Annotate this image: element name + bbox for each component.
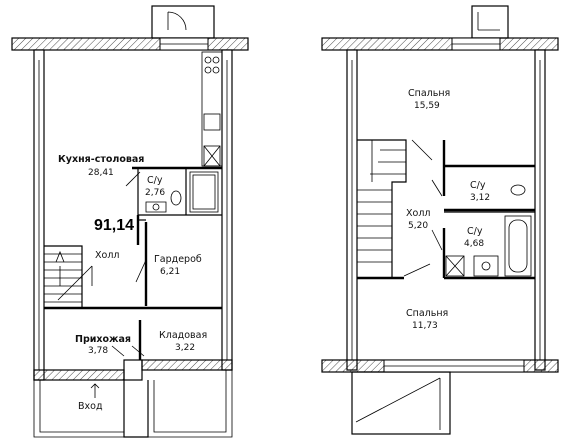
f2-lower-door [403,263,431,277]
room-kitchen-name: Кухня-столовая [58,154,144,165]
floor-2-plan [321,5,559,435]
floor-1-plan [11,5,249,438]
f1-bath-door [125,171,141,187]
porch [123,380,149,438]
entrance-label: Вход [78,401,103,412]
f1-bottom-wall [33,369,125,381]
top-door-swing [167,11,187,31]
f1-basin [145,201,167,213]
room-f2-hall-area: 5,20 [408,221,428,231]
f2-top-wall [321,37,559,51]
room-wardrobe-name: Гардероб [154,254,202,265]
room-f2-bath2-area: 4,68 [464,239,484,249]
f2-washer [445,255,465,277]
kitchen-sink [203,113,221,131]
room-f2-bath1-area: 3,12 [470,193,490,203]
storage-door [131,345,145,357]
room-hallway-name: Прихожая [75,334,131,345]
f2-bed-door [411,139,433,161]
room-storage-name: Кладовая [159,330,207,341]
f1-toilet [170,190,182,206]
total-area: 91,14 [94,217,134,234]
top-box [151,5,215,39]
f1-staircase [44,245,93,309]
room-f1-bath-area: 2,76 [145,188,165,198]
entrance-arrow [90,383,100,398]
f2-toilet [510,184,526,196]
room-bed2-area: 11,73 [412,321,438,331]
wardrobe-door [135,259,147,283]
f2-balcony [351,371,451,435]
room-bed2-name: Спальня [406,308,448,319]
room-storage-area: 3,22 [175,343,195,353]
room-f2-bath2-name: С/у [467,226,483,237]
f2-bathtub [504,215,532,277]
room-f1-hall-name: Холл [95,250,119,261]
f1-top-wall [11,37,249,51]
room-f1-bath-name: С/у [147,175,163,186]
room-bed1-name: Спальня [408,88,450,99]
f2-staircase [357,139,407,278]
room-f2-bath1-name: С/у [470,180,486,191]
room-kitchen-area: 28,41 [88,168,114,178]
room-bed1-area: 15,59 [414,101,440,111]
f1-shower [189,171,219,213]
f2-top-box [471,5,509,39]
room-wardrobe-area: 6,21 [160,267,180,277]
room-hallway-area: 3,78 [88,346,108,356]
f2-basin [473,255,499,277]
entrance-door-frame [123,359,143,381]
room-f2-hall-name: Холл [406,208,430,219]
